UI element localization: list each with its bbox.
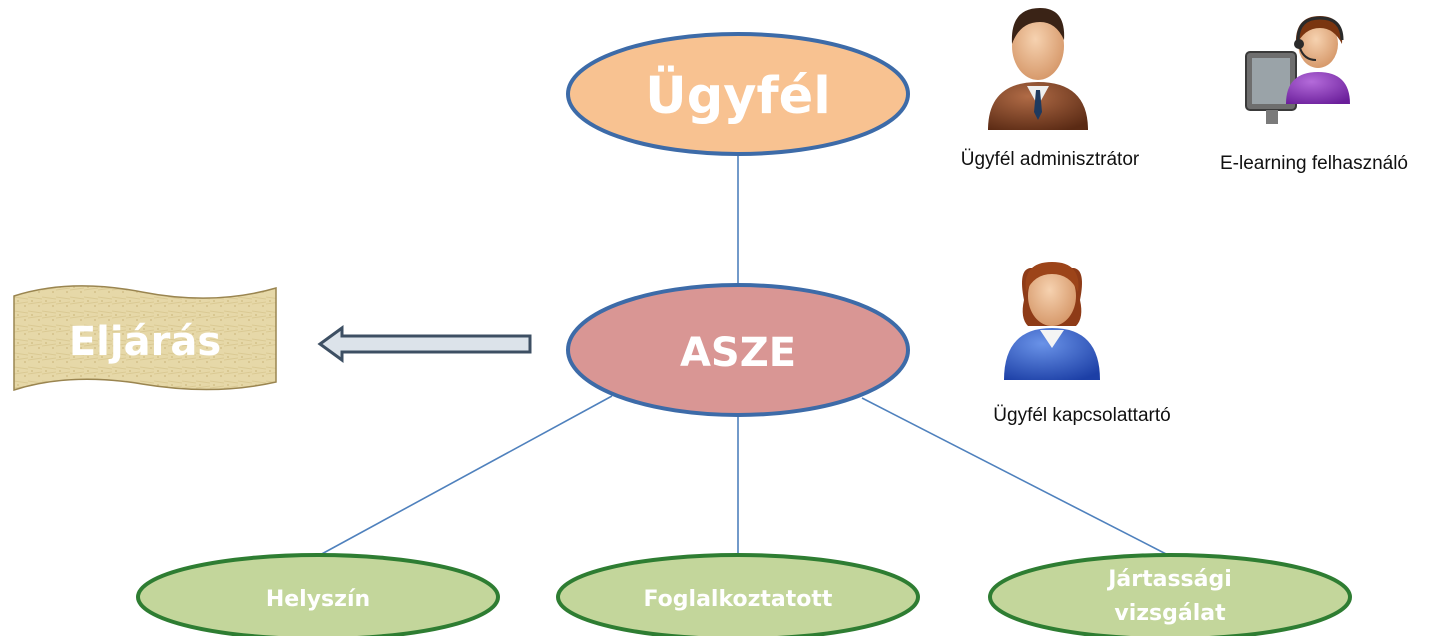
person-contact-caption: Ügyfél kapcsolattartó [993, 405, 1170, 426]
person-admin-caption: Ügyfél adminisztrátor [961, 149, 1140, 170]
arrow-to-procedure [317, 325, 532, 363]
client-label: Ügyfél [645, 64, 830, 126]
business-woman-icon [1004, 262, 1100, 380]
location-label: Helyszín [266, 587, 370, 612]
proficiency-label-line2: vizsgálat [1114, 601, 1226, 626]
asze-label: ASZE [680, 330, 796, 376]
person-admin: Ügyfél adminisztrátor [961, 8, 1140, 170]
headset-operator-icon [1245, 16, 1350, 124]
client-node[interactable]: Ügyfél [566, 32, 910, 156]
business-man-icon [988, 8, 1088, 130]
person-elearning-caption: E-learning felhasználó [1220, 153, 1408, 174]
connector-asze-proficiency [861, 397, 1171, 557]
employed-label: Foglalkoztatott [644, 587, 833, 612]
procedure-label: Eljárás [69, 319, 221, 365]
person-contact: Ügyfél kapcsolattartó [993, 262, 1171, 426]
person-elearning: E-learning felhasználó [1220, 16, 1408, 174]
proficiency-node[interactable]: Jártassági vizsgálat [988, 553, 1352, 636]
procedure-document[interactable]: Eljárás [13, 285, 277, 392]
proficiency-label-line1: Jártassági [1106, 567, 1232, 592]
location-node[interactable]: Helyszín [136, 553, 500, 636]
connector-asze-location [317, 395, 613, 557]
asze-node[interactable]: ASZE [566, 283, 910, 417]
connectors [317, 152, 1171, 557]
employed-node[interactable]: Foglalkoztatott [556, 553, 920, 636]
